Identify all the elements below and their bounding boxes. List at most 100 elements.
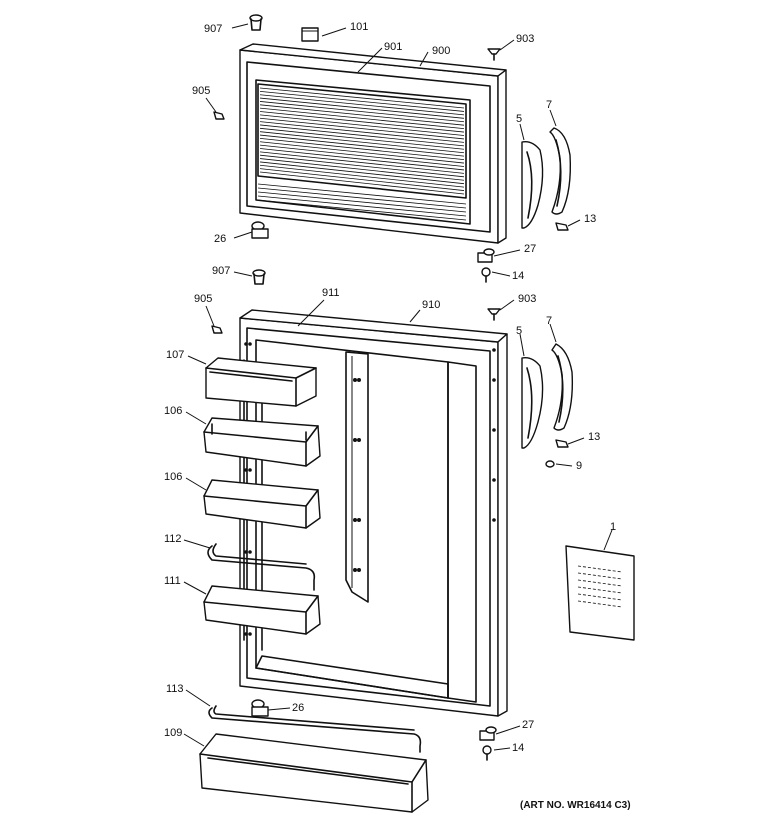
shelf-bar-112 bbox=[207, 543, 316, 591]
grille-slat bbox=[259, 111, 465, 133]
handle-5-bot bbox=[521, 356, 544, 449]
grille-slat bbox=[259, 141, 465, 164]
screw-14-bot bbox=[482, 745, 492, 761]
manual-text-line bbox=[577, 593, 623, 601]
wall-hole bbox=[492, 378, 496, 382]
callout-5-bot: 5 bbox=[516, 325, 522, 337]
plug-101 bbox=[301, 27, 319, 42]
grille-slat bbox=[259, 94, 465, 116]
freezer-liner-grille bbox=[257, 87, 467, 221]
callout-907-bot: 907 bbox=[212, 265, 230, 277]
grille-slat bbox=[259, 127, 465, 150]
callout-112: 112 bbox=[164, 533, 182, 545]
callout-113: 113 bbox=[166, 683, 184, 695]
grille-slat bbox=[259, 114, 465, 136]
grille-slat bbox=[259, 101, 465, 123]
post-hole bbox=[244, 468, 248, 472]
grille-slat bbox=[259, 121, 465, 143]
rail-hole bbox=[353, 438, 357, 442]
rail-hole bbox=[353, 378, 357, 382]
grille-slat bbox=[259, 134, 465, 157]
post-hole bbox=[248, 632, 252, 636]
grille-lower-slat bbox=[257, 187, 467, 209]
manual-text-line bbox=[577, 586, 623, 594]
manual-text-line bbox=[577, 600, 623, 608]
screw-905-top bbox=[213, 111, 225, 120]
handle-5-top bbox=[521, 140, 544, 229]
grille-lower-slat bbox=[257, 183, 467, 205]
screw-14-top bbox=[481, 267, 491, 283]
shelf-post-holes bbox=[244, 342, 496, 636]
grille-slat bbox=[259, 144, 465, 167]
manual-1 bbox=[565, 545, 635, 641]
screw-905-bot bbox=[211, 325, 223, 334]
callout-7-bot: 7 bbox=[546, 315, 552, 327]
door-bin-106-upper bbox=[203, 417, 321, 467]
callout-13-top: 13 bbox=[584, 213, 596, 225]
rail-hole bbox=[353, 518, 357, 522]
callout-9: 9 bbox=[576, 460, 582, 472]
handle-trim-7-bot bbox=[551, 343, 574, 431]
callout-27-bot: 27 bbox=[522, 719, 534, 731]
grille-slat bbox=[259, 158, 465, 181]
callout-107: 107 bbox=[166, 349, 184, 361]
door-bin-111 bbox=[203, 585, 321, 635]
screw-903-bot bbox=[487, 308, 501, 321]
hinge-bracket-27-bot bbox=[479, 726, 497, 741]
callout-14-bot: 14 bbox=[512, 742, 524, 754]
callout-1: 1 bbox=[610, 521, 616, 533]
grille-slat bbox=[259, 148, 465, 171]
callout-13-bot: 13 bbox=[588, 431, 600, 443]
leader-lines bbox=[183, 23, 613, 751]
grille-slat bbox=[259, 107, 465, 130]
callout-106-a: 106 bbox=[164, 405, 182, 417]
grille-lower-slat bbox=[257, 191, 467, 213]
wall-hole bbox=[492, 518, 496, 522]
rail-hole bbox=[357, 518, 361, 522]
callout-109: 109 bbox=[164, 727, 182, 739]
grille-slat bbox=[259, 124, 465, 147]
post-hole bbox=[244, 342, 248, 346]
callout-910: 910 bbox=[422, 299, 440, 311]
callout-101: 101 bbox=[350, 21, 368, 33]
callout-903-top: 903 bbox=[516, 33, 534, 45]
hinge-bracket-27-top bbox=[477, 248, 495, 263]
grille-slat bbox=[259, 97, 465, 119]
wall-hole bbox=[492, 478, 496, 482]
callout-106-b: 106 bbox=[164, 471, 182, 483]
callout-26-bot: 26 bbox=[292, 702, 304, 714]
door-bin-106-lower bbox=[203, 479, 321, 529]
grille-slat bbox=[259, 87, 465, 109]
callout-911: 911 bbox=[322, 287, 340, 299]
callout-27-top: 27 bbox=[524, 243, 536, 255]
callout-26-top: 26 bbox=[214, 233, 226, 245]
callout-labels: 907 101 901 900 903 905 7 5 13 26 27 14 … bbox=[164, 21, 616, 754]
hinge-bushing-26-top bbox=[251, 221, 269, 239]
grille-slat bbox=[259, 104, 465, 126]
screw-9 bbox=[545, 460, 555, 468]
rail-hole bbox=[357, 438, 361, 442]
callout-111: 111 bbox=[164, 575, 181, 587]
grille-slat bbox=[259, 117, 465, 140]
grille-slat bbox=[259, 154, 465, 178]
callout-907-top: 907 bbox=[204, 23, 222, 35]
grille-lower-slat bbox=[257, 195, 467, 217]
wall-hole bbox=[492, 428, 496, 432]
callout-900: 900 bbox=[432, 45, 450, 57]
callout-901: 901 bbox=[384, 41, 402, 53]
post-hole bbox=[244, 550, 248, 554]
callout-903-bot: 903 bbox=[518, 293, 536, 305]
post-hole bbox=[248, 468, 252, 472]
callout-905-top: 905 bbox=[192, 85, 210, 97]
rail-hole bbox=[353, 568, 357, 572]
grille-slat bbox=[259, 171, 465, 195]
door-bin-109 bbox=[199, 733, 429, 813]
rail-hole bbox=[357, 568, 361, 572]
post-hole bbox=[244, 632, 248, 636]
grille-slat bbox=[259, 90, 465, 112]
hinge-pin-907-bot bbox=[252, 269, 266, 285]
post-hole bbox=[248, 550, 252, 554]
post-hole bbox=[248, 342, 252, 346]
rail-hole bbox=[357, 378, 361, 382]
